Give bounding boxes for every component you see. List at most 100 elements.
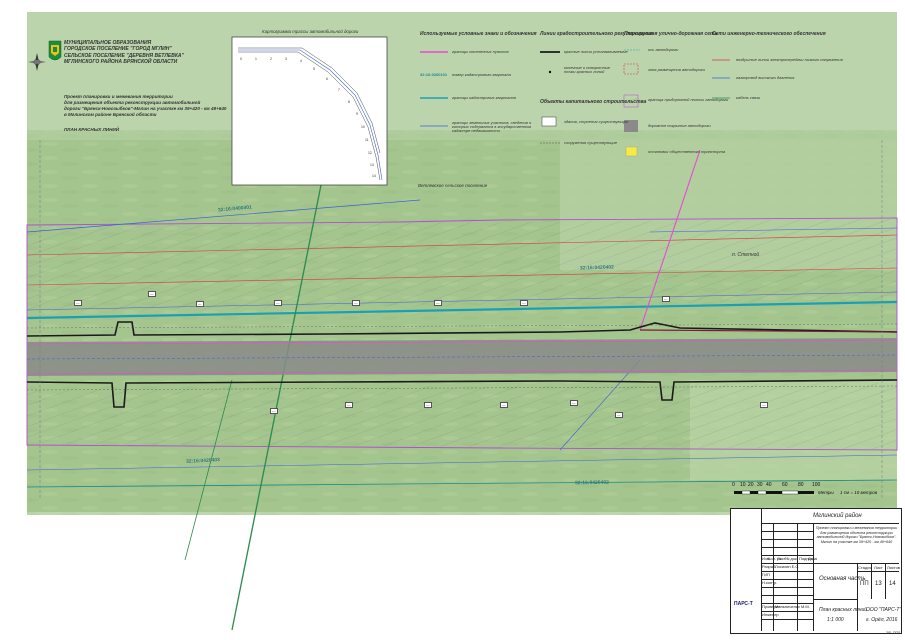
project-line: для размещения объекта реконструкции авт…: [64, 99, 201, 105]
road-axis: [26, 354, 898, 360]
stamp-role: Проверил: [762, 604, 781, 609]
inset-number: 1: [255, 57, 257, 61]
point-label-box: —: [520, 300, 528, 306]
sheet-scale: 1:1 000: [827, 617, 844, 623]
legend-item-label: кабель связи: [736, 95, 761, 100]
legend-item-label: красные линии устанавливаемые: [564, 49, 628, 54]
scale-tick: 0: [732, 482, 735, 488]
inset-number: 13: [370, 163, 374, 167]
hatch-north: [27, 219, 897, 312]
stamp-name: Мельниченко М.М.: [775, 604, 810, 609]
legend-item-label: номер кадастрового квартала: [452, 72, 511, 77]
sheet-value: 13: [875, 581, 882, 587]
point-label-box: —: [274, 300, 282, 306]
inset-number: 7: [338, 88, 340, 92]
point-label-box: —: [270, 408, 278, 414]
scale-tick: 20: [748, 482, 754, 488]
point-label-box: —: [570, 400, 578, 406]
company-name: ООО "ПАРС-Т": [866, 607, 902, 613]
legend-cadastral-sample: 32:16:0260101: [420, 72, 448, 77]
legend-item-label: газопровод высокого давления: [736, 75, 795, 80]
stamp-role: Разраб.: [762, 564, 777, 569]
legend-col-title: Планируемая улично-дорожная сеть: [624, 31, 718, 37]
legend-item-label: ось автодороги: [648, 47, 679, 52]
legend-item-label: границы кадастровых кварталов: [452, 95, 516, 100]
scale-tick: 40: [766, 482, 772, 488]
logo-text: ПАРС-Т: [734, 601, 753, 607]
legend-item-label: остановки общественного транспорта: [648, 149, 726, 154]
inset-number: 4: [300, 59, 302, 63]
legend-col-title: Используемые условные знаки и обозначени…: [420, 31, 537, 37]
stamp-role: ГИП: [762, 572, 770, 577]
compass-rose-icon: [28, 53, 46, 71]
point-label-box: —: [148, 291, 156, 297]
project-line: Проект планировки и межевания территории: [64, 94, 173, 99]
legend-item-label: границы земельных участков, сведения о к…: [452, 120, 532, 134]
legend-col-subtitle: Объекты капитального строительства: [540, 99, 647, 105]
legend-item-label: конечные и поворотные точки красных лини…: [564, 65, 611, 75]
stamp-col-header: Лист: [777, 556, 786, 561]
section-label: Основная часть: [819, 576, 866, 582]
scale-tick: 30: [757, 482, 763, 488]
sheets-value: 14: [889, 581, 896, 587]
hatch-south: [27, 383, 897, 449]
scale-tick: 100: [812, 482, 821, 488]
cadastral-label: 32:16:0420402: [574, 479, 609, 487]
project-description-stamp: Проект планировки и межевания территории…: [815, 526, 898, 544]
title-line: МГЛИНСКОГО РАЙОНА БРЯНСКОЙ ОБЛАСТИ: [64, 58, 178, 65]
logo-cell: [731, 509, 762, 631]
title-line: МУНИЦИПАЛЬНОЕ ОБРАЗОВАНИЯ: [64, 40, 152, 46]
district-label: Мглинский район: [813, 513, 862, 519]
parcel-line-bottom: [26, 454, 898, 471]
company-city: г. Орёл, 2016: [866, 617, 898, 623]
title-line: СЕЛЬСКОЕ ПОСЕЛЕНИЕ "ДЕРЕВНЯ ВЕТЛЕВКА": [64, 52, 184, 59]
title-block: ПАРС-Т Мглинский район Изм. Кол. уч. Лис…: [730, 508, 902, 634]
legend-item-label: сооружения существующие: [564, 140, 617, 145]
project-line: дороги "Брянск-Новозыбков"-Мглин на учас…: [64, 105, 227, 111]
power-line-1: [26, 234, 898, 256]
project-line: в Мглинском районе Брянской области: [64, 111, 157, 117]
scale-ratio: 1 см = 10 метров: [840, 490, 878, 495]
inset-number: 14: [372, 174, 376, 178]
scale-tick: 80: [798, 482, 804, 488]
description-cell: [813, 523, 899, 564]
inset-number: 2: [270, 57, 272, 61]
cable-line-diagonal: [231, 179, 323, 631]
plan-title: ПЛАН КРАСНЫХ ЛИНИЙ: [64, 127, 120, 132]
sheets-label: Листов: [887, 565, 900, 570]
inset-number: 8: [348, 100, 350, 104]
cadastral-label: 32:16:0420402: [579, 264, 615, 272]
legend-col-title: Линии градостроительного регулирования: [540, 31, 653, 37]
roadside-zone-boundary: [26, 217, 898, 451]
point-label-box: —: [760, 402, 768, 408]
coat-of-arms-icon: [48, 40, 62, 61]
sheet-title: План красных линий: [819, 607, 868, 613]
inset-number: 12: [368, 151, 372, 155]
settlement-label: Ветлевское сельское поселение: [418, 183, 488, 188]
red-line-north: [26, 321, 898, 337]
power-line-2: [26, 267, 898, 286]
inset-number: 6: [326, 77, 328, 81]
point-label-box: —: [662, 296, 670, 302]
point-label-box: —: [345, 402, 353, 408]
stage-label: Стадия: [858, 565, 872, 570]
title-line: ГОРОДСКОЕ ПОСЕЛЕНИЕ "ГОРОД МГЛИН": [64, 46, 172, 53]
stamp-col-header: Кол. уч.: [768, 556, 783, 561]
cadastral-quarter-line: [26, 300, 898, 320]
settlement-boundary-line: [639, 149, 701, 331]
inset-number: 10: [361, 125, 365, 129]
legend-item-label: дорожное покрытие автодороги: [648, 123, 711, 128]
inset-number: 3: [285, 57, 287, 61]
legend-item-label: граница придорожной полосы автодороги: [648, 97, 729, 102]
inset-number: 11: [365, 138, 369, 142]
stamp-col-header: № док.: [785, 556, 798, 561]
village-label: п. Степной: [732, 252, 760, 258]
red-line-south: [26, 379, 898, 408]
point-label-box: —: [424, 402, 432, 408]
legend-item-label: здания, строения существующие: [564, 119, 629, 124]
parcel-line-top: [26, 199, 421, 233]
legend-col-title: Сети инженерно-технического обеспечения: [712, 31, 826, 37]
stamp-col-header: Подпись: [799, 556, 815, 561]
